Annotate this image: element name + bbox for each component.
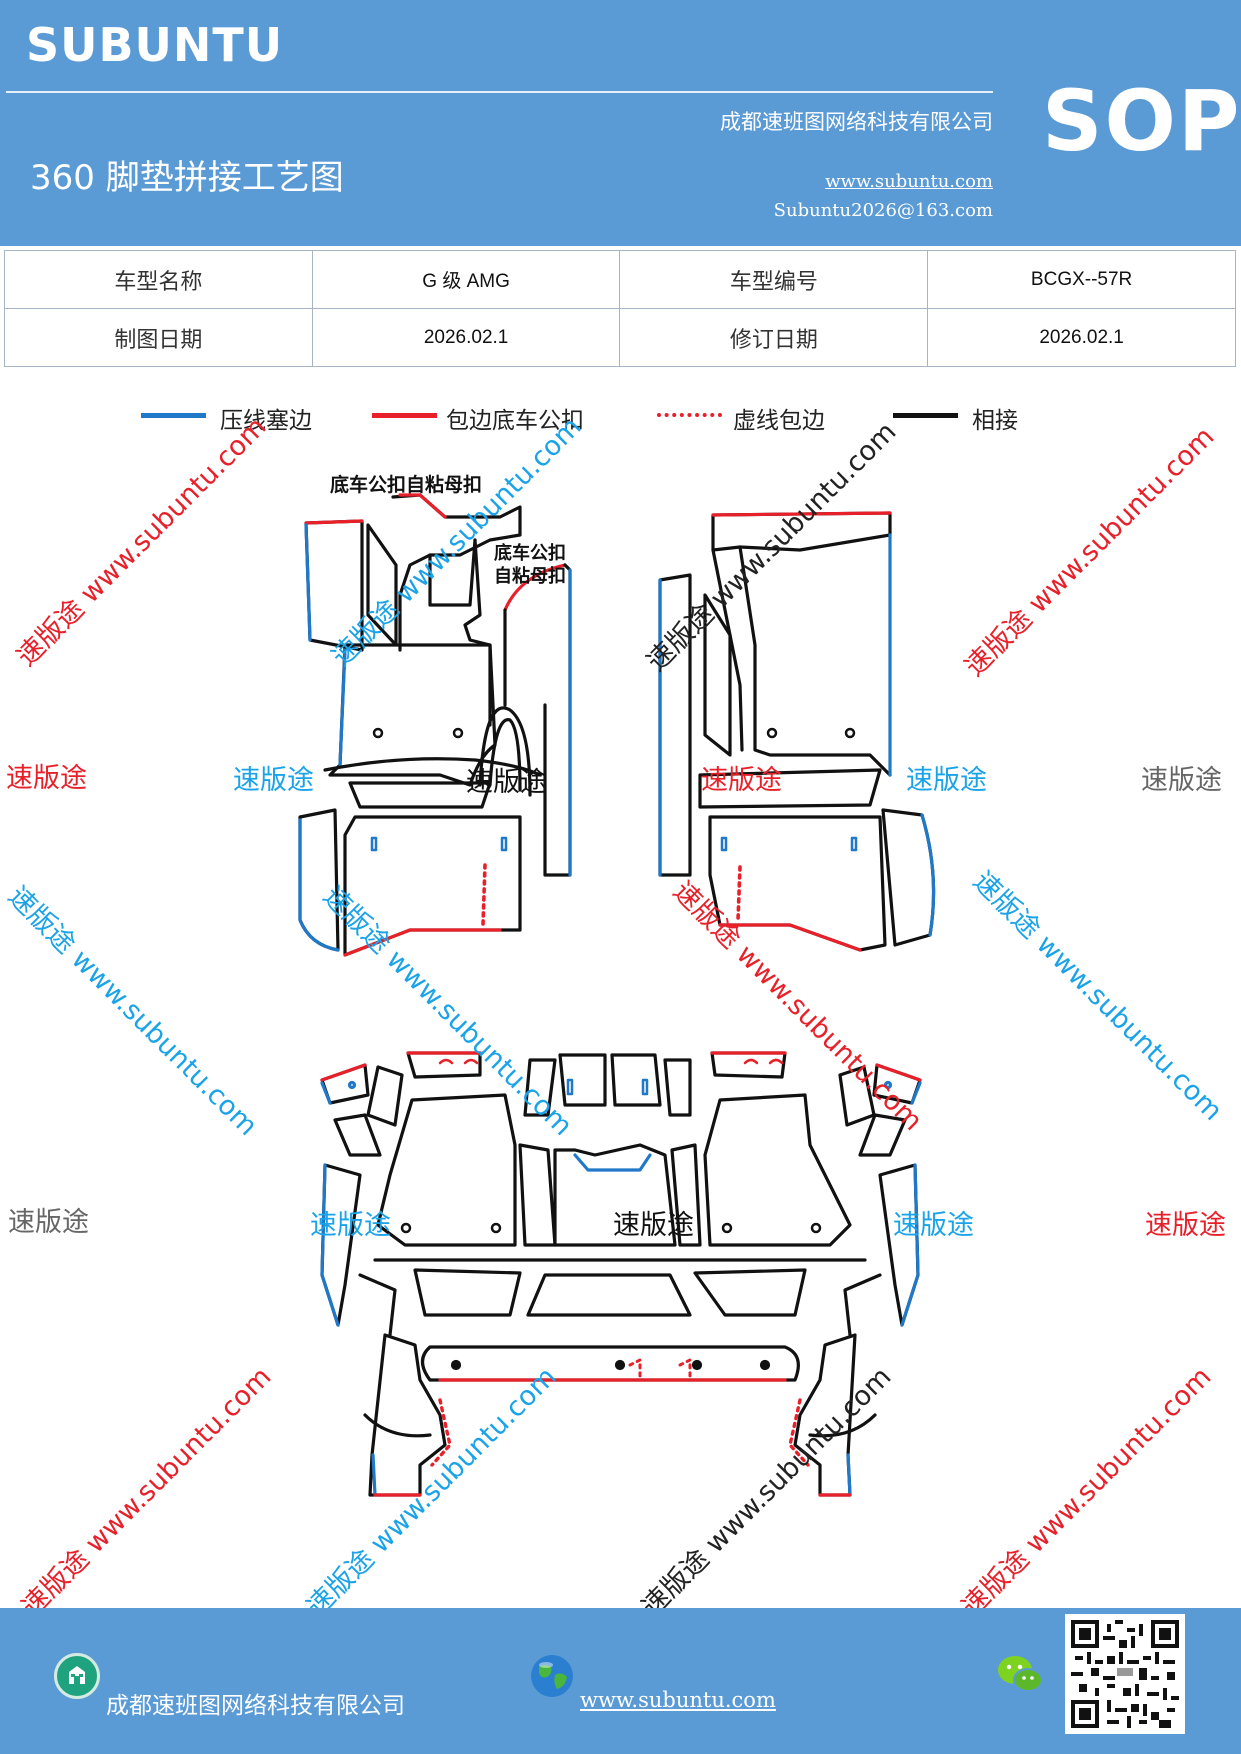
company-name: 成都速班图网络科技有限公司: [720, 110, 993, 134]
annotation-note1: 底车公扣自粘母扣: [330, 473, 482, 496]
annotation-note2-line1: 底车公扣: [494, 542, 566, 564]
model-code-value: BCGX--57R: [927, 250, 1236, 309]
legend-swatch-black: [893, 413, 958, 418]
legend-swatch-red: [372, 413, 437, 418]
legend-swatch-blue: [141, 413, 206, 418]
legend-label-press: 压线塞边: [220, 408, 312, 434]
header-email: Subuntu2026@163.com: [773, 200, 993, 221]
draw-date-value: 2026.02.1: [311, 308, 621, 367]
revise-date-value: 2026.02.1: [927, 308, 1236, 367]
front-right-mat: [658, 511, 936, 952]
model-code-label: 车型编号: [619, 250, 929, 309]
footer-website-link[interactable]: www.subuntu.com: [580, 1688, 776, 1712]
vehicle-info-table: 车型名称 G 级 AMG 车型编号 BCGX--57R 制图日期 2026.02…: [4, 250, 1236, 367]
legend-label-dotted: 虚线包边: [733, 408, 825, 434]
brand-logo-text: SUBUNTU: [26, 18, 284, 72]
floor-mat-diagram: 底车公扣自粘母扣 底车公扣 自粘母扣: [298, 473, 936, 1497]
company-logo-icon: [54, 1653, 100, 1699]
header-divider: [6, 91, 993, 93]
legend: 压线塞边 包边底车公扣 虚线包边 相接: [0, 395, 1241, 445]
table-row: 车型名称 G 级 AMG 车型编号 BCGX--57R: [4, 250, 1236, 309]
legend-label-join: 相接: [972, 408, 1018, 434]
wechat-icon[interactable]: [996, 1653, 1044, 1695]
model-name-label: 车型名称: [4, 250, 313, 309]
globe-icon: [531, 1655, 573, 1697]
header-website-link[interactable]: www.subuntu.com: [825, 171, 993, 192]
qr-code: [1065, 1614, 1185, 1734]
footer-company-name: 成都速班图网络科技有限公司: [106, 1693, 405, 1719]
page-header: SUBUNTU 成都速班图网络科技有限公司 360 脚垫拼接工艺图 www.su…: [0, 0, 1241, 246]
sop-badge: SOP: [1042, 72, 1241, 170]
legend-label-wrap: 包边底车公扣: [446, 408, 584, 434]
revise-date-label: 修订日期: [619, 308, 929, 367]
legend-swatch-dotted: [657, 413, 722, 417]
front-left-mat: [298, 493, 572, 957]
draw-date-label: 制图日期: [4, 308, 313, 367]
page-footer: 成都速班图网络科技有限公司 www.subuntu.com: [0, 1608, 1241, 1754]
document-title: 360 脚垫拼接工艺图: [30, 158, 344, 198]
rear-mat: [320, 1051, 922, 1497]
model-name-value: G 级 AMG: [311, 250, 621, 309]
table-row: 制图日期 2026.02.1 修订日期 2026.02.1: [4, 308, 1236, 367]
annotation-note2-line2: 自粘母扣: [494, 565, 566, 587]
